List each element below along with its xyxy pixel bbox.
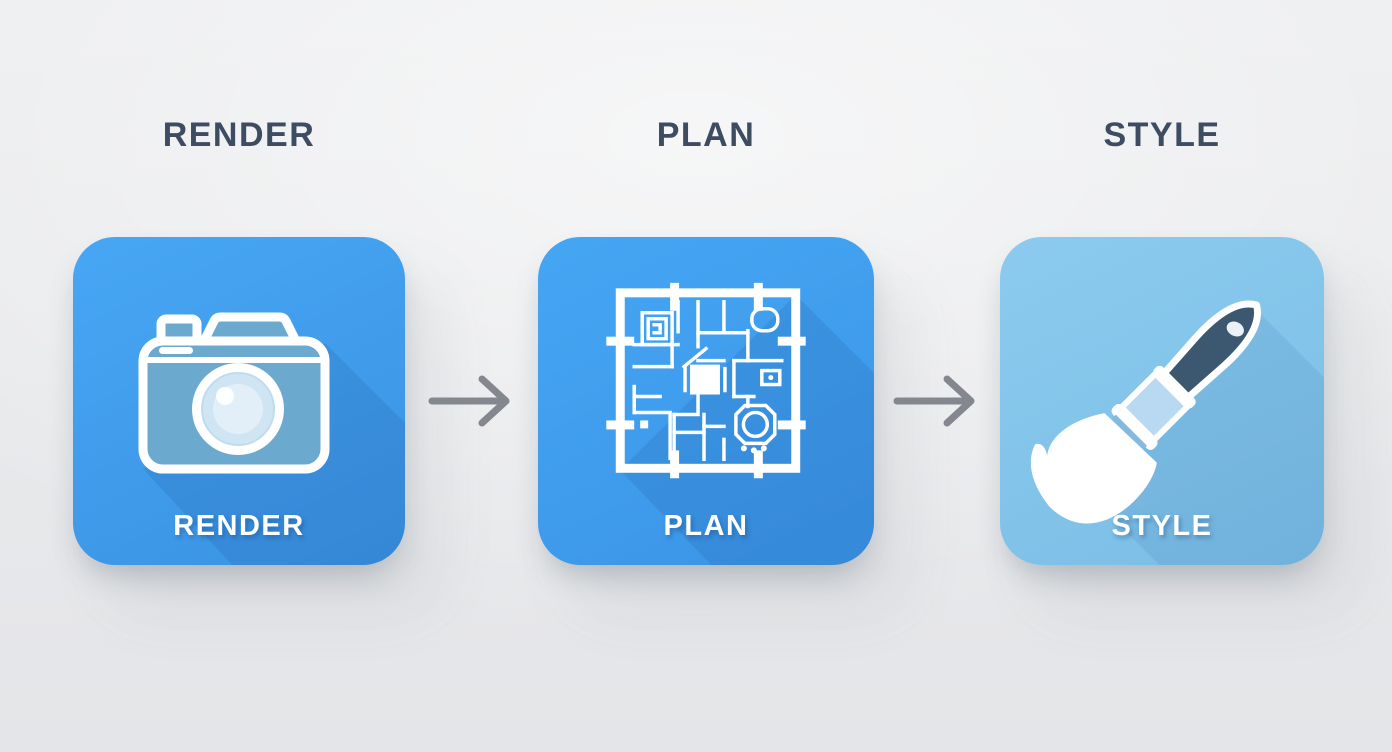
render-tile-label: RENDER — [173, 510, 305, 542]
step-render: RENDER RENDER — [73, 0, 405, 752]
step-heading-style: STYLE — [1103, 116, 1221, 154]
camera-icon — [138, 312, 405, 565]
arrow-right-icon — [428, 375, 510, 427]
paintbrush-icon — [1030, 300, 1324, 565]
step-style: STYLE STYLE — [1000, 0, 1324, 752]
arrow-right-icon — [893, 375, 975, 427]
step-plan: PLAN — [538, 0, 874, 752]
step-heading-render: RENDER — [162, 116, 316, 154]
floorplan-icon — [606, 282, 874, 565]
plan-tile-label: PLAN — [663, 510, 749, 542]
style-tile[interactable]: STYLE — [1000, 237, 1324, 565]
step-heading-plan: PLAN — [656, 116, 756, 154]
render-tile[interactable]: RENDER — [73, 237, 405, 565]
style-tile-label: STYLE — [1111, 510, 1213, 542]
plan-tile[interactable]: PLAN — [538, 237, 874, 565]
